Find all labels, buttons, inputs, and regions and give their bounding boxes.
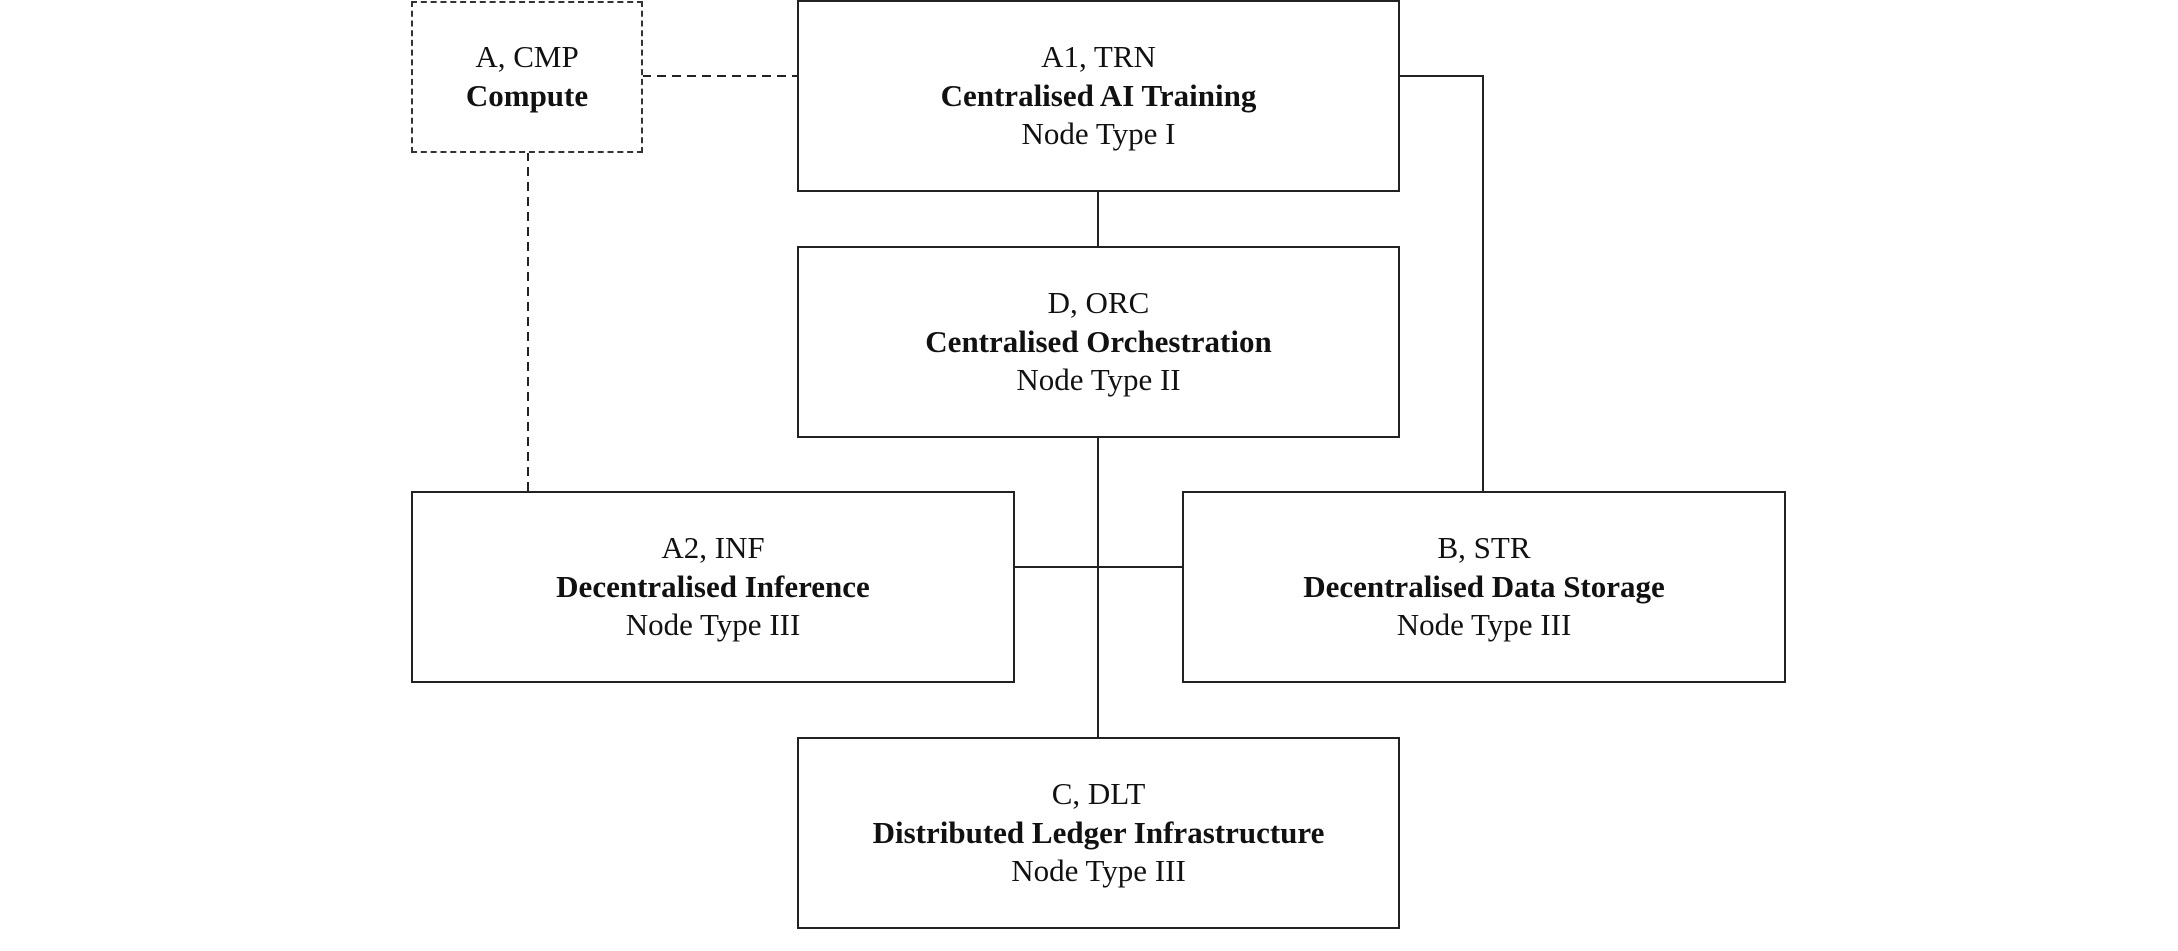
node-centralised-ai-training: A1, TRN Centralised AI Training Node Typ… (797, 0, 1400, 192)
node-ledger-name: Distributed Ledger Infrastructure (872, 814, 1325, 850)
node-compute-name: Compute (465, 78, 589, 113)
node-orchestration-name: Centralised Orchestration (925, 323, 1272, 359)
node-ledger-type: Node Type III (1011, 853, 1186, 889)
node-compute-code: A, CMP (475, 39, 579, 75)
node-inference-name: Decentralised Inference (556, 568, 870, 604)
node-storage-type: Node Type III (1396, 607, 1572, 643)
node-orchestration-code: D, ORC (1047, 284, 1150, 320)
connector-trn-str (1399, 75, 1484, 492)
node-training-type: Node Type I (1021, 116, 1176, 152)
node-ledger-code: C, DLT (1051, 775, 1146, 811)
node-decentralised-inference: A2, INF Decentralised Inference Node Typ… (411, 491, 1015, 683)
node-storage-code: B, STR (1437, 529, 1531, 565)
node-distributed-ledger-infrastructure: C, DLT Distributed Ledger Infrastructure… (797, 737, 1400, 929)
node-inference-type: Node Type III (625, 607, 801, 643)
node-storage-name: Decentralised Data Storage (1303, 568, 1665, 604)
node-inference-code: A2, INF (661, 529, 765, 565)
node-training-code: A1, TRN (1041, 38, 1156, 74)
node-orchestration-type: Node Type II (1016, 362, 1181, 398)
node-decentralised-data-storage: B, STR Decentralised Data Storage Node T… (1182, 491, 1786, 683)
node-compute: A, CMP Compute (411, 1, 643, 153)
node-centralised-orchestration: D, ORC Centralised Orchestration Node Ty… (797, 246, 1400, 438)
node-training-name: Centralised AI Training (940, 77, 1257, 113)
